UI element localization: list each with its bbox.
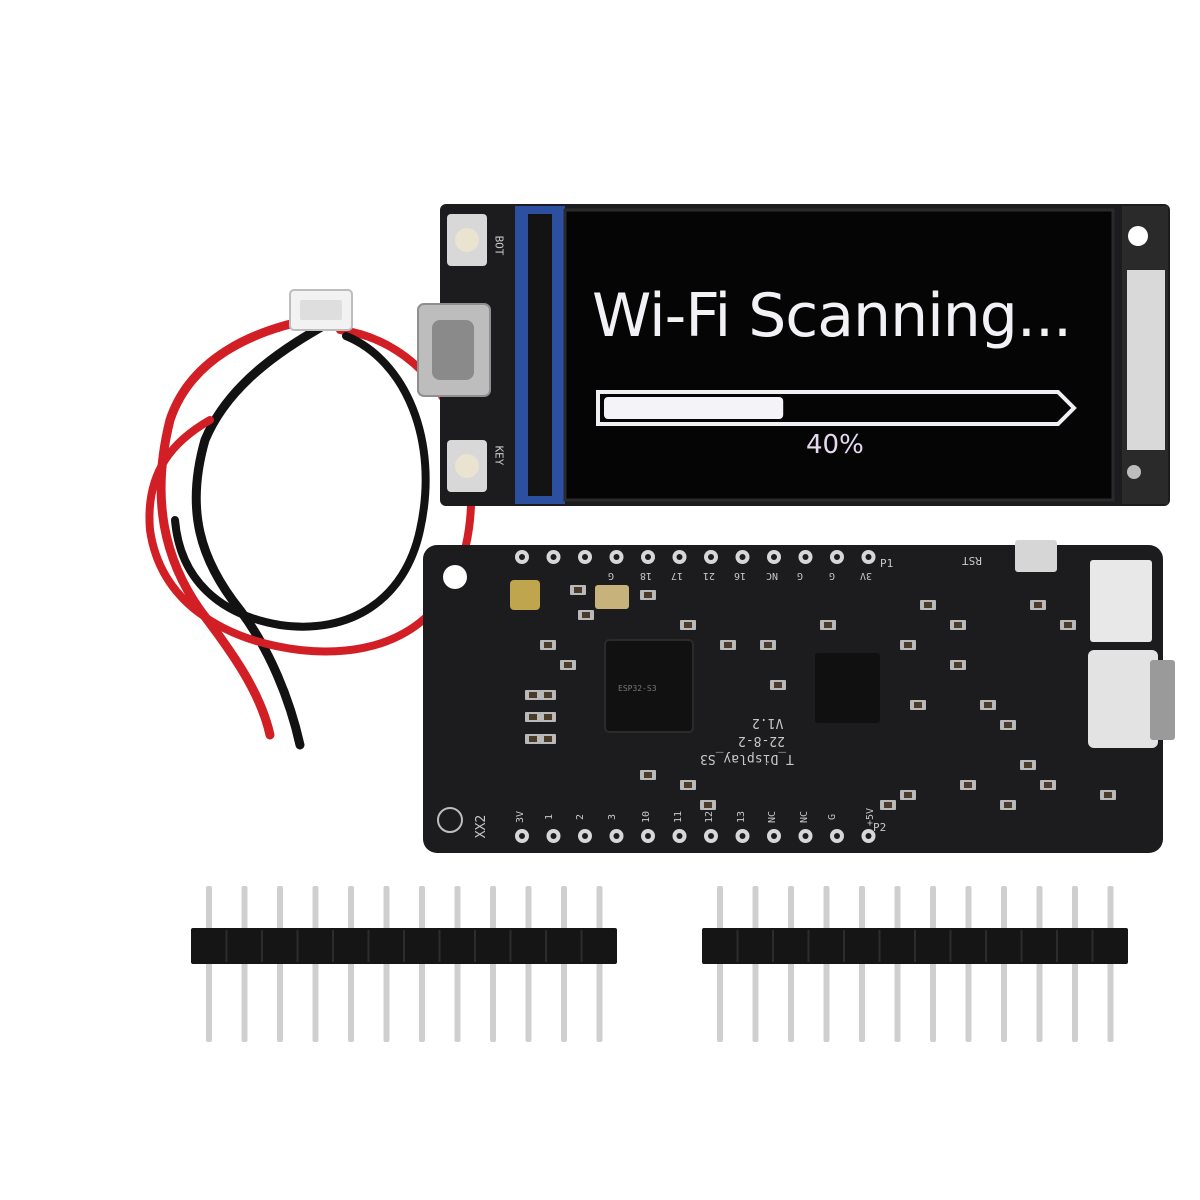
jst-socket-top — [1090, 560, 1152, 642]
bottom-pin-label-8: NC — [767, 810, 779, 824]
silk-key: KEY — [492, 445, 506, 466]
bottom-pin-label-7: 13 — [735, 810, 747, 824]
top-pin-label-0: G — [608, 570, 615, 581]
bottom-pin-label-6: 12 — [704, 810, 716, 824]
smd-components — [525, 585, 1116, 810]
board-mounting-hole — [443, 565, 467, 589]
top-pin-label-4: 16 — [734, 570, 747, 581]
lcd-title: Wi-Fi Scanning... — [592, 281, 1072, 351]
bottom-pin-label-2: 2 — [575, 813, 587, 821]
flash-chip — [815, 653, 880, 723]
silk-bottom-header-label: P2 — [873, 821, 887, 834]
top-pin-label-6: G — [797, 570, 804, 581]
battery-connector-shield — [1127, 270, 1165, 450]
bottom-header-holes — [515, 829, 876, 843]
progress-bar-fill — [604, 397, 784, 419]
main-board — [423, 540, 1175, 853]
bottom-pin-label-4: 10 — [641, 810, 653, 824]
main-pcb — [423, 545, 1163, 853]
top-pin-label-1: 18 — [639, 570, 652, 581]
jst-socket-battery — [1088, 650, 1158, 748]
ufl-antenna-connector — [510, 580, 540, 610]
silk-reset: RST — [962, 554, 982, 567]
silk-boot: BOT — [492, 235, 506, 256]
lcd-progress-label: 40% — [806, 430, 864, 460]
top-pin-label-2: 17 — [671, 570, 684, 581]
bottom-pin-label-5: 11 — [672, 810, 684, 824]
top-header-holes — [515, 550, 876, 564]
bottom-pin-label-1: 1 — [543, 813, 555, 821]
silk-antenna-label: XX2 — [474, 814, 490, 839]
lcd-screen — [563, 208, 1115, 502]
silk-chip-marking: ESP32-S3 — [618, 684, 657, 693]
progress-bar-track — [596, 390, 1077, 426]
top-pin-label-8: 3V — [860, 570, 873, 581]
bottom-pin-label-9: NC — [798, 810, 810, 824]
pin-header-left — [191, 886, 617, 1042]
esp32-chip — [604, 639, 694, 733]
display-module — [417, 204, 1170, 506]
mounting-hole — [1128, 226, 1148, 246]
silk-date: 22-8-2 — [738, 733, 785, 748]
pin-header-right — [702, 886, 1128, 1042]
bottom-pin-label-0: 3V — [515, 810, 527, 824]
silk-top-header-label: P1 — [880, 557, 894, 570]
top-pin-label-3: 21 — [702, 570, 715, 581]
top-pin-label-7: G — [828, 570, 835, 581]
bottom-pin-label-11: +5V — [864, 807, 876, 827]
bottom-pin-label-10: G — [827, 813, 839, 821]
top-pin-label-5: NC — [765, 570, 778, 581]
silk-board-name: T_Display_S3 — [700, 751, 794, 766]
silk-version: V1.2 — [752, 715, 784, 730]
reset-switch — [1015, 540, 1057, 572]
bottom-pin-label-3: 3 — [606, 813, 618, 821]
